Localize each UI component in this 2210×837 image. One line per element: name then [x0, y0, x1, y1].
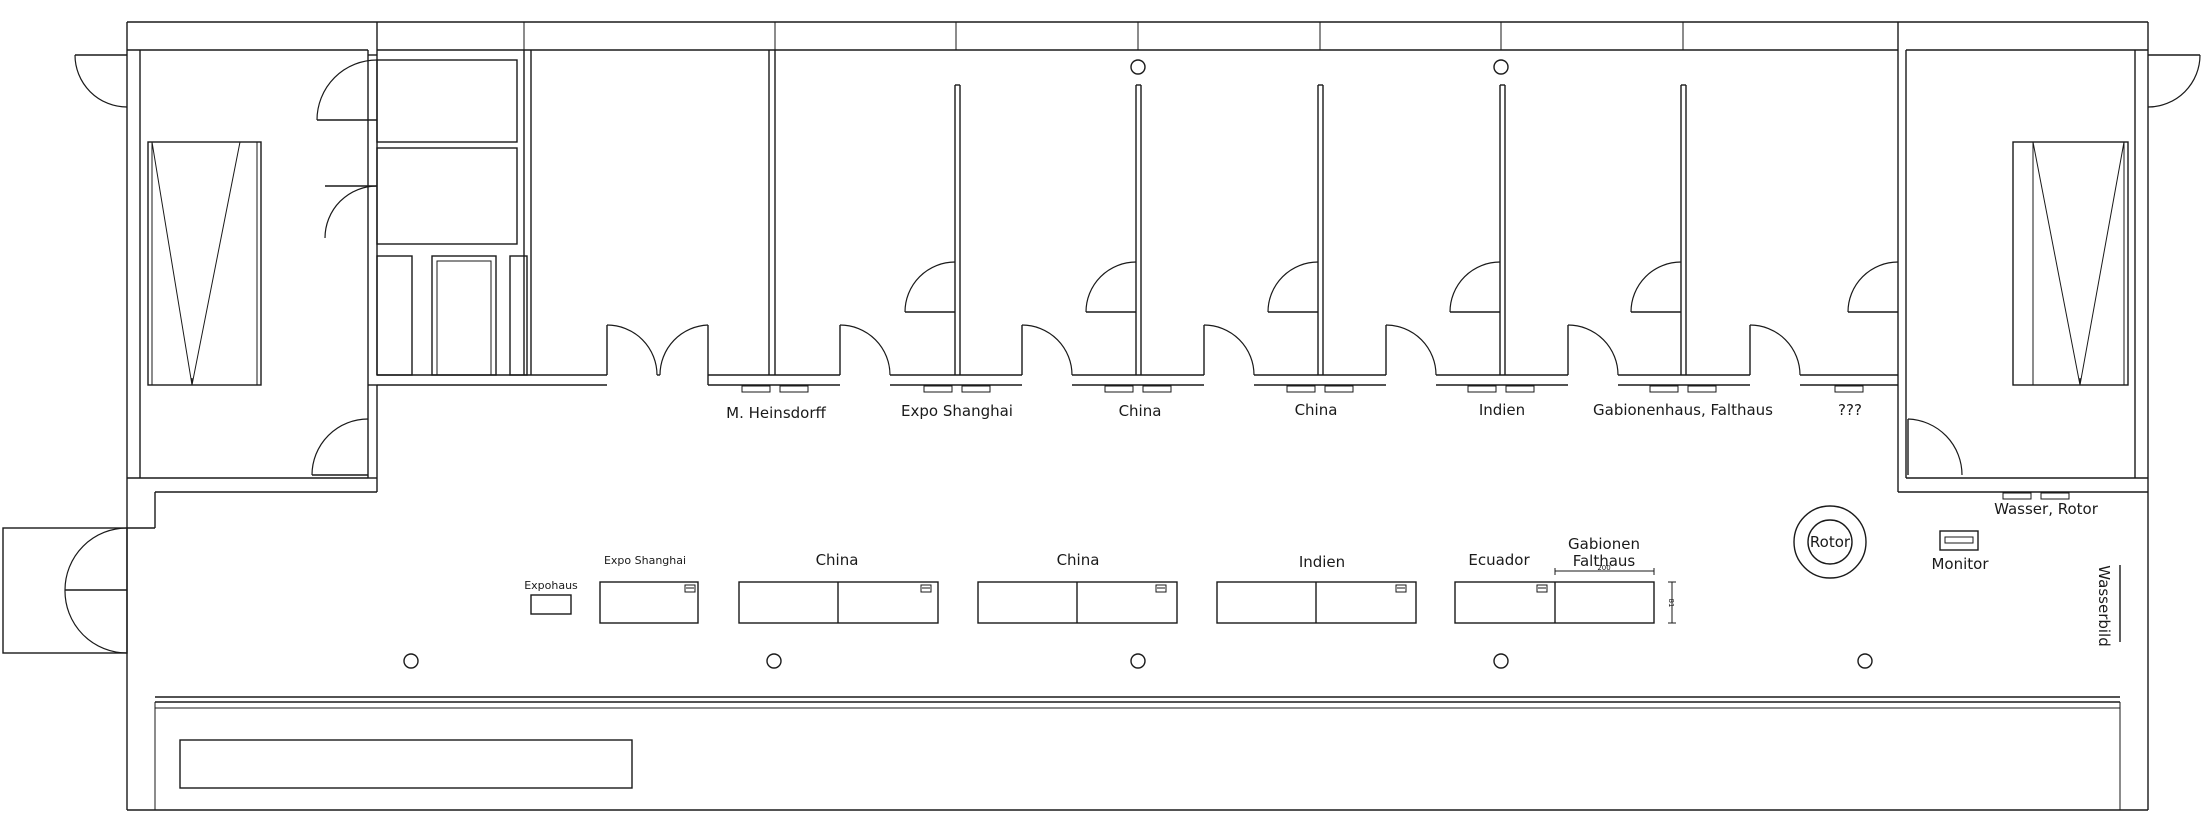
- gallery-rooms: [606, 50, 1899, 386]
- exhibit-label-ecuador: Ecuador: [1468, 551, 1530, 569]
- left-wing: [127, 49, 378, 529]
- exhibit-label-expo-shanghai: Expo Shanghai: [604, 554, 686, 567]
- monitor-icon: [1939, 530, 1979, 551]
- wall-fixture-icons: [741, 385, 2070, 500]
- left-doors: [2, 54, 369, 654]
- room-label-china-1: China: [1119, 402, 1162, 420]
- top-corridor: [376, 22, 1899, 51]
- equipment: [1793, 505, 2121, 642]
- right-wing: [1897, 49, 2201, 493]
- exhibit-label-falthaus: Falthaus: [1573, 552, 1636, 570]
- wasserbild-label: Wasserbild: [2095, 565, 2113, 646]
- exhibit-label-china-1: China: [816, 551, 859, 569]
- exhibit-tables: [530, 568, 1676, 624]
- column-icons: [403, 653, 1873, 669]
- exhibit-label-china-2: China: [1057, 551, 1100, 569]
- exhibit-label-gabionen: Gabionen: [1568, 535, 1640, 553]
- rotor-outer: [1793, 505, 1867, 579]
- bottom-walls: [155, 696, 2120, 789]
- wasser-rotor-label: Wasser, Rotor: [1994, 500, 2099, 518]
- room-label-gabionenhaus: Gabionenhaus, Falthaus: [1593, 401, 1773, 419]
- room-label-china-2: China: [1295, 401, 1338, 419]
- exhibit-label-expohaus: Expohaus: [524, 579, 578, 592]
- dimension-width-label: 200: [1597, 564, 1610, 572]
- room-label-expo-shanghai: Expo Shanghai: [901, 402, 1013, 420]
- room-label-heinsdorff: M. Heinsdorff: [726, 404, 826, 422]
- room-label-indien: Indien: [1479, 401, 1525, 419]
- room-label-unknown: ???: [1838, 401, 1862, 419]
- rotor-label: Rotor: [1810, 533, 1851, 551]
- service-rooms: [316, 50, 607, 386]
- monitor-label: Monitor: [1931, 555, 1989, 573]
- exhibit-label-indien: Indien: [1299, 553, 1345, 571]
- pendant-light-icons: [1130, 59, 1509, 75]
- expo-shanghai-table: [599, 581, 699, 624]
- expohaus-model: [530, 594, 572, 615]
- rotor-inner: [1807, 519, 1853, 565]
- dimension-depth-label: 81: [1667, 599, 1675, 608]
